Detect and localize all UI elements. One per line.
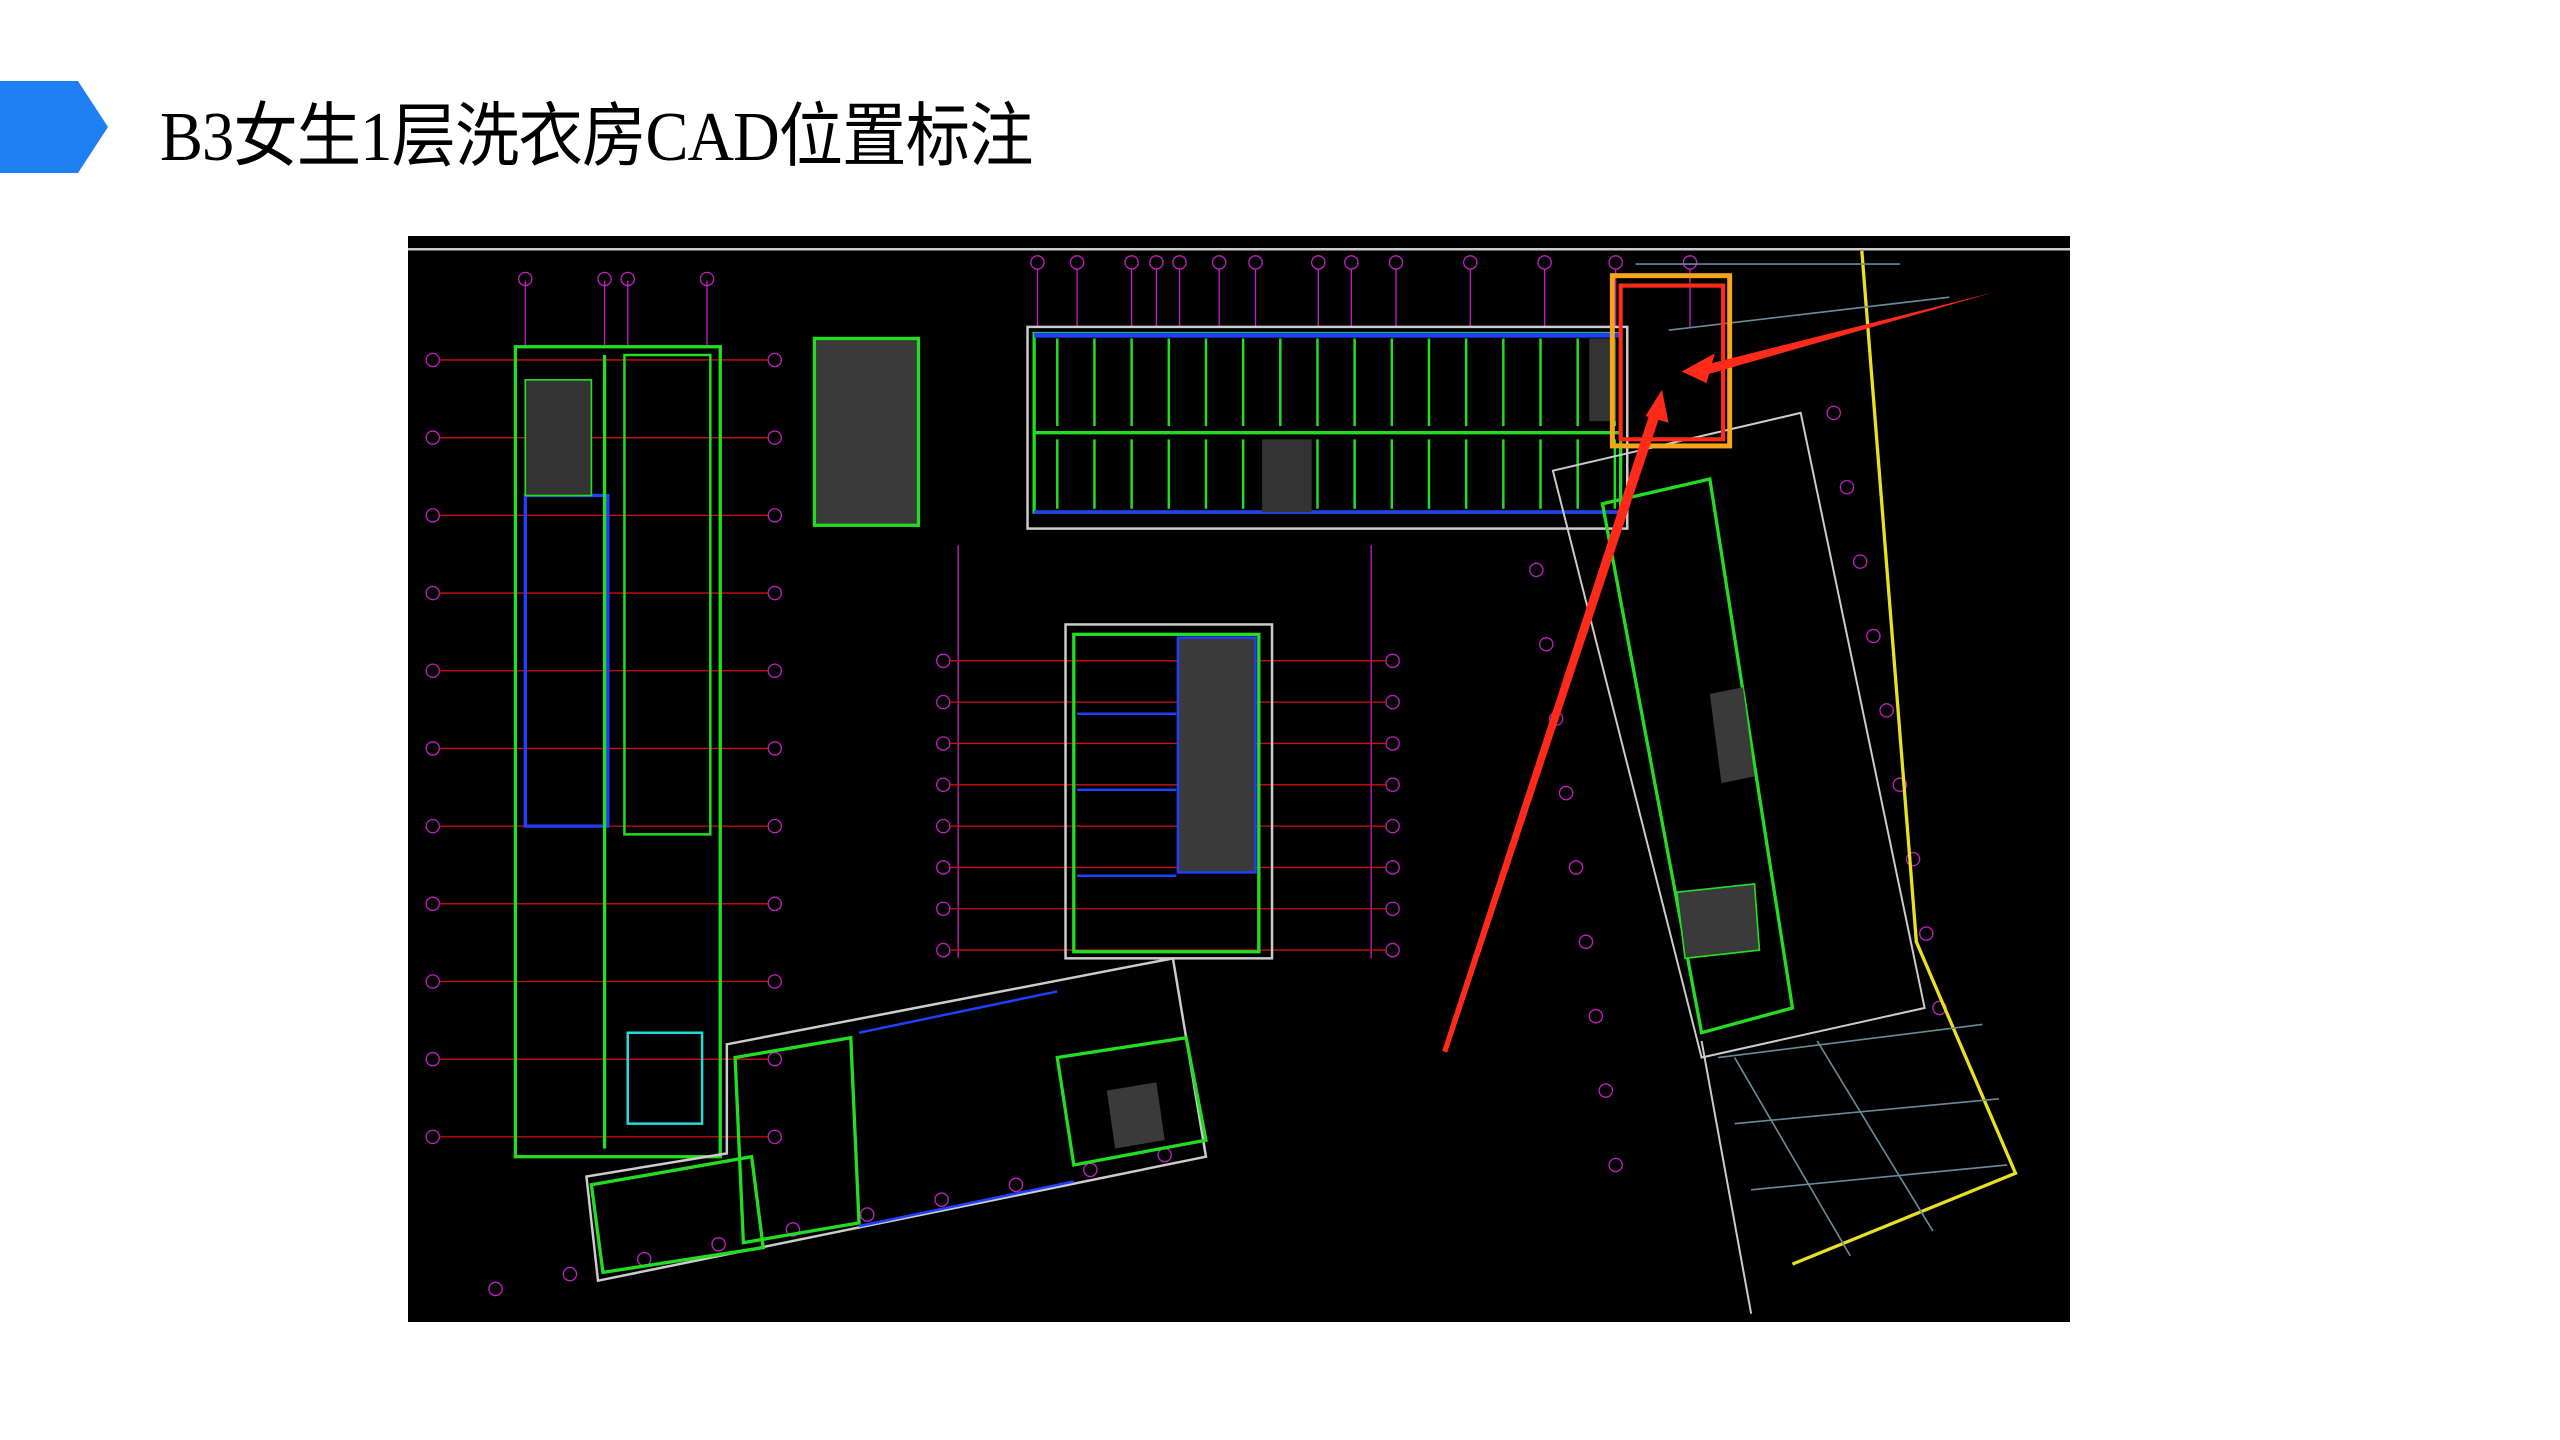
building-north (1026, 325, 1629, 530)
pointer-arrow-icon (1442, 292, 1995, 1053)
title-chevron-icon (0, 81, 108, 173)
building-center (1064, 623, 1274, 960)
parking-area (812, 336, 921, 527)
building-east (1551, 250, 2018, 1314)
building-west (513, 345, 722, 1159)
building-south (585, 956, 1208, 1283)
cad-floor-plan (408, 236, 2070, 1322)
page-title: B3女生1层洗衣房CAD位置标注 (160, 99, 1034, 176)
